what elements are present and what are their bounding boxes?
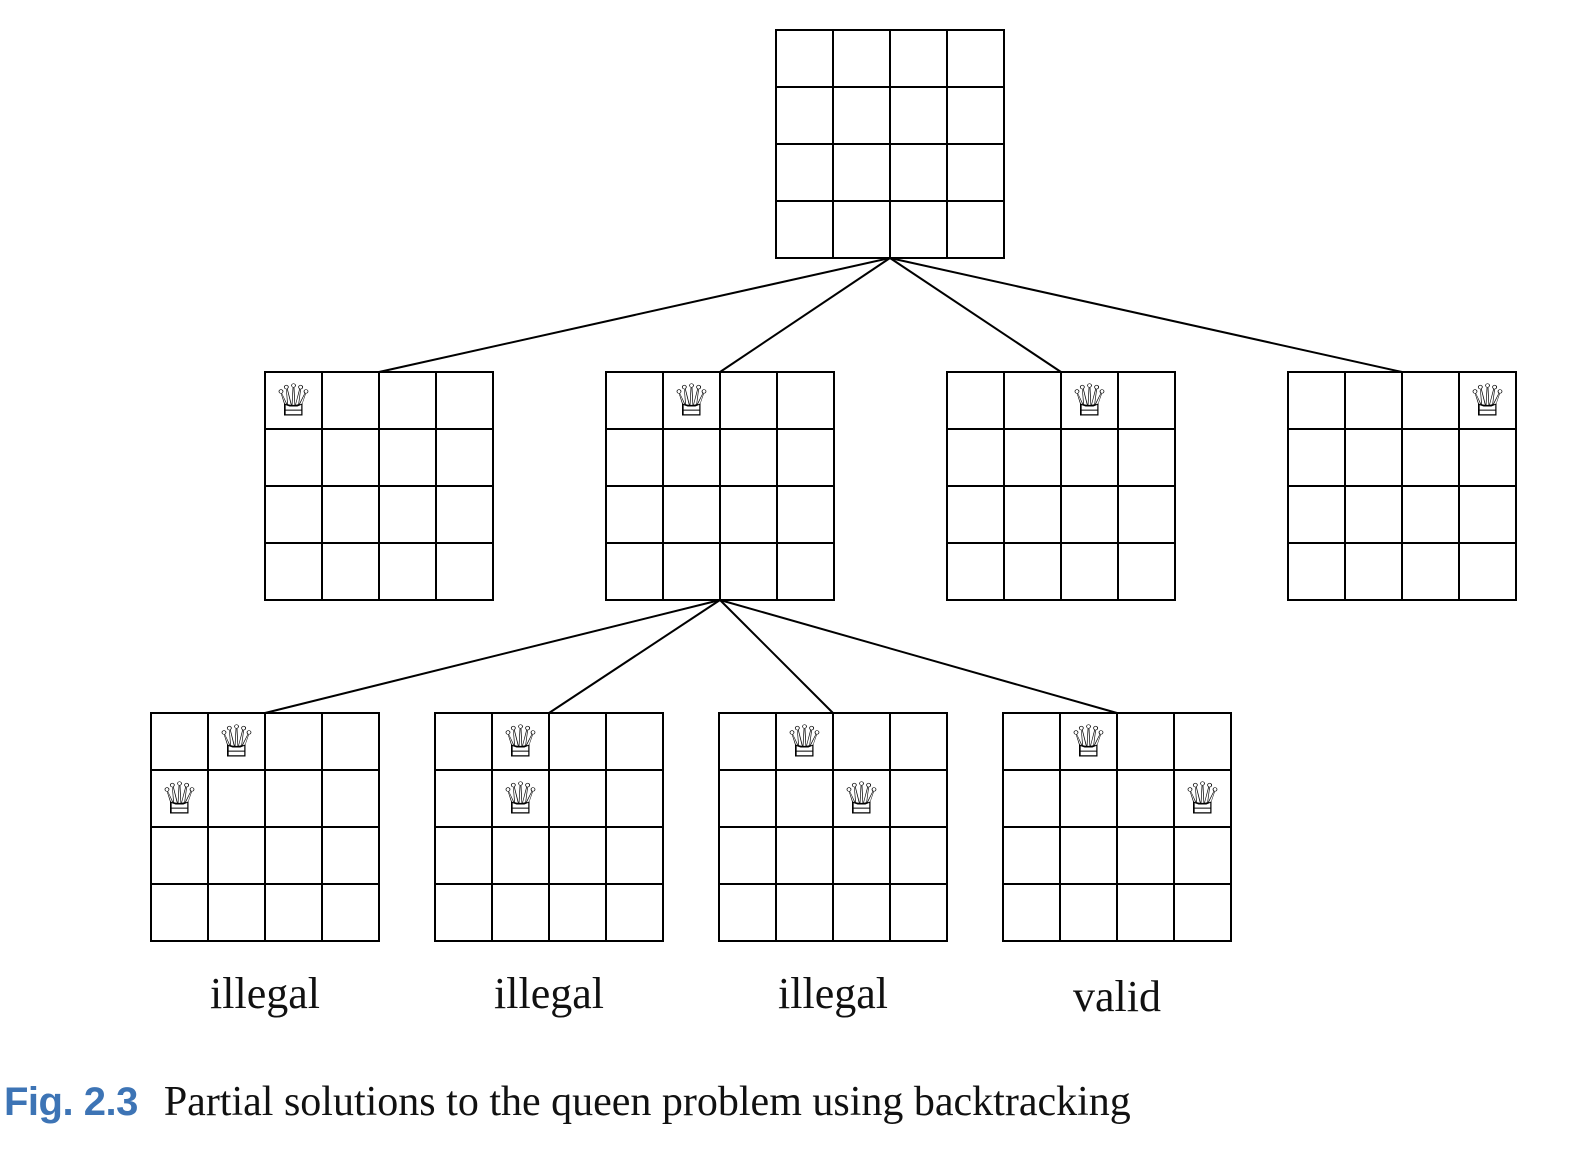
chess-queen-icon: ♕	[501, 717, 540, 768]
tree-edge	[548, 599, 721, 714]
tree-edge	[889, 257, 1403, 373]
chess-queen-icon: ♕	[672, 376, 711, 427]
tree-edge	[719, 257, 891, 373]
chess-queen-icon: ♕	[842, 774, 881, 825]
chess-board: ♕	[946, 371, 1176, 601]
chess-queen-icon: ♕	[160, 774, 199, 825]
board-labels: illegal illegal illegal valid	[210, 969, 1161, 1021]
chess-board: ♕♕	[150, 712, 380, 942]
chess-queen-icon: ♕	[501, 774, 540, 825]
chess-queen-icon: ♕	[1468, 376, 1507, 427]
chess-queen-icon: ♕	[1183, 774, 1222, 825]
tree-edge	[264, 599, 721, 714]
chess-queen-icon: ♕	[217, 717, 256, 768]
board-status-label: illegal	[494, 969, 604, 1018]
caption-text: Partial solutions to the queen problem u…	[163, 1079, 1131, 1125]
figure-caption: Fig. 2.3 Partial solutions to the queen …	[4, 1078, 1131, 1130]
board-status-label: illegal	[210, 969, 320, 1018]
chess-boards: ♕♕♕♕♕♕♕♕♕♕♕♕	[150, 29, 1517, 942]
chess-board: ♕	[605, 371, 835, 601]
chess-queen-icon: ♕	[785, 717, 824, 768]
chess-board: ♕	[1287, 371, 1517, 601]
chess-queen-icon: ♕	[1069, 717, 1108, 768]
tree-edge	[719, 599, 1118, 714]
tree-edges	[264, 257, 1403, 714]
figure-number: Fig. 2.3	[4, 1080, 138, 1124]
chess-board	[775, 29, 1005, 259]
tree-edge	[719, 599, 834, 714]
chess-queen-icon: ♕	[274, 376, 313, 427]
chess-board: ♕♕	[718, 712, 948, 942]
tree-edge	[889, 257, 1062, 373]
chess-queen-icon: ♕	[1070, 376, 1109, 427]
chess-board: ♕	[264, 371, 494, 601]
board-status-label: valid	[1073, 972, 1161, 1021]
chess-board: ♕♕	[1002, 712, 1232, 942]
board-status-label: illegal	[778, 969, 888, 1018]
chess-board: ♕♕	[434, 712, 664, 942]
tree-edge	[378, 257, 891, 373]
